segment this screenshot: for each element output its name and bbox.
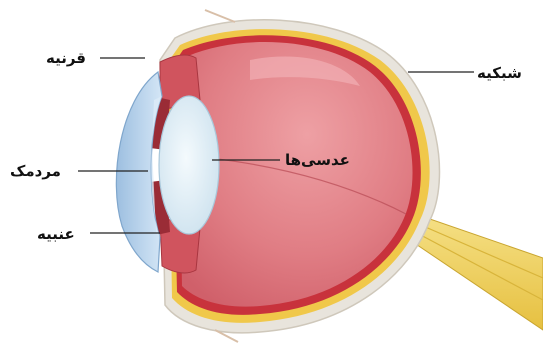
pupil-label: مردمک <box>10 164 61 179</box>
retina-label: شبکیه <box>477 66 522 81</box>
cornea-label: قرنیه <box>46 51 86 66</box>
lens <box>159 96 219 234</box>
lens-label: عدسی‌ها <box>285 153 350 168</box>
eyelid-upper-stroke <box>205 10 235 22</box>
iris-label: عنبیه <box>37 227 75 242</box>
